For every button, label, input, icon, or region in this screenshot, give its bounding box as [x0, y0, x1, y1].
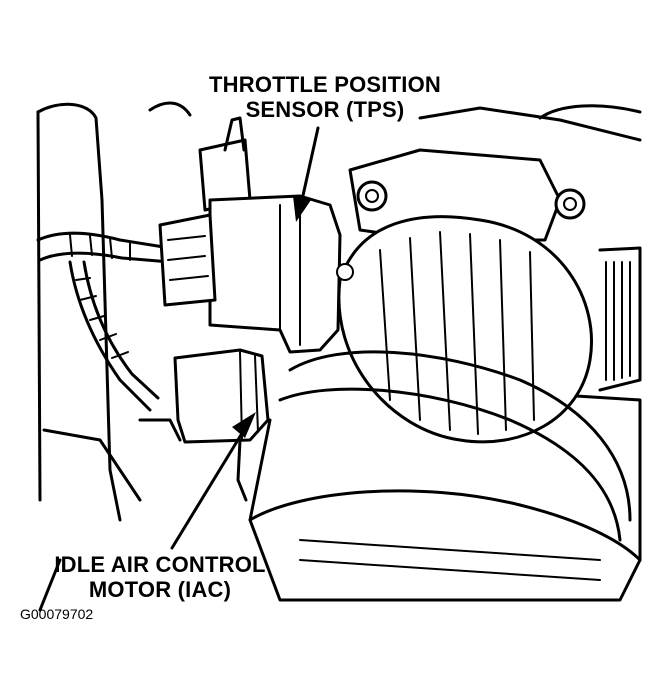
iac-callout-line1: IDLE AIR CONTROL: [54, 552, 266, 577]
iac-callout-line2: MOTOR (IAC): [88, 577, 232, 602]
tps-callout-label: THROTTLE POSITION SENSOR (TPS): [190, 72, 460, 122]
idle-air-control-motor: [173, 348, 270, 502]
throttle-body: [248, 148, 642, 602]
iac-callout-label: IDLE AIR CONTROL MOTOR (IAC): [30, 552, 290, 602]
figure-id: G00079702: [20, 606, 94, 622]
wiring-harness: [36, 231, 182, 442]
throttle-position-sensor: [158, 116, 342, 354]
iac-leader-arrow: [170, 412, 256, 550]
tps-callout-line1: THROTTLE POSITION: [209, 72, 441, 97]
engine-bay-outline: [36, 101, 642, 612]
tps-leader-arrow: [293, 126, 320, 222]
tps-callout-line2: SENSOR (TPS): [245, 97, 405, 122]
